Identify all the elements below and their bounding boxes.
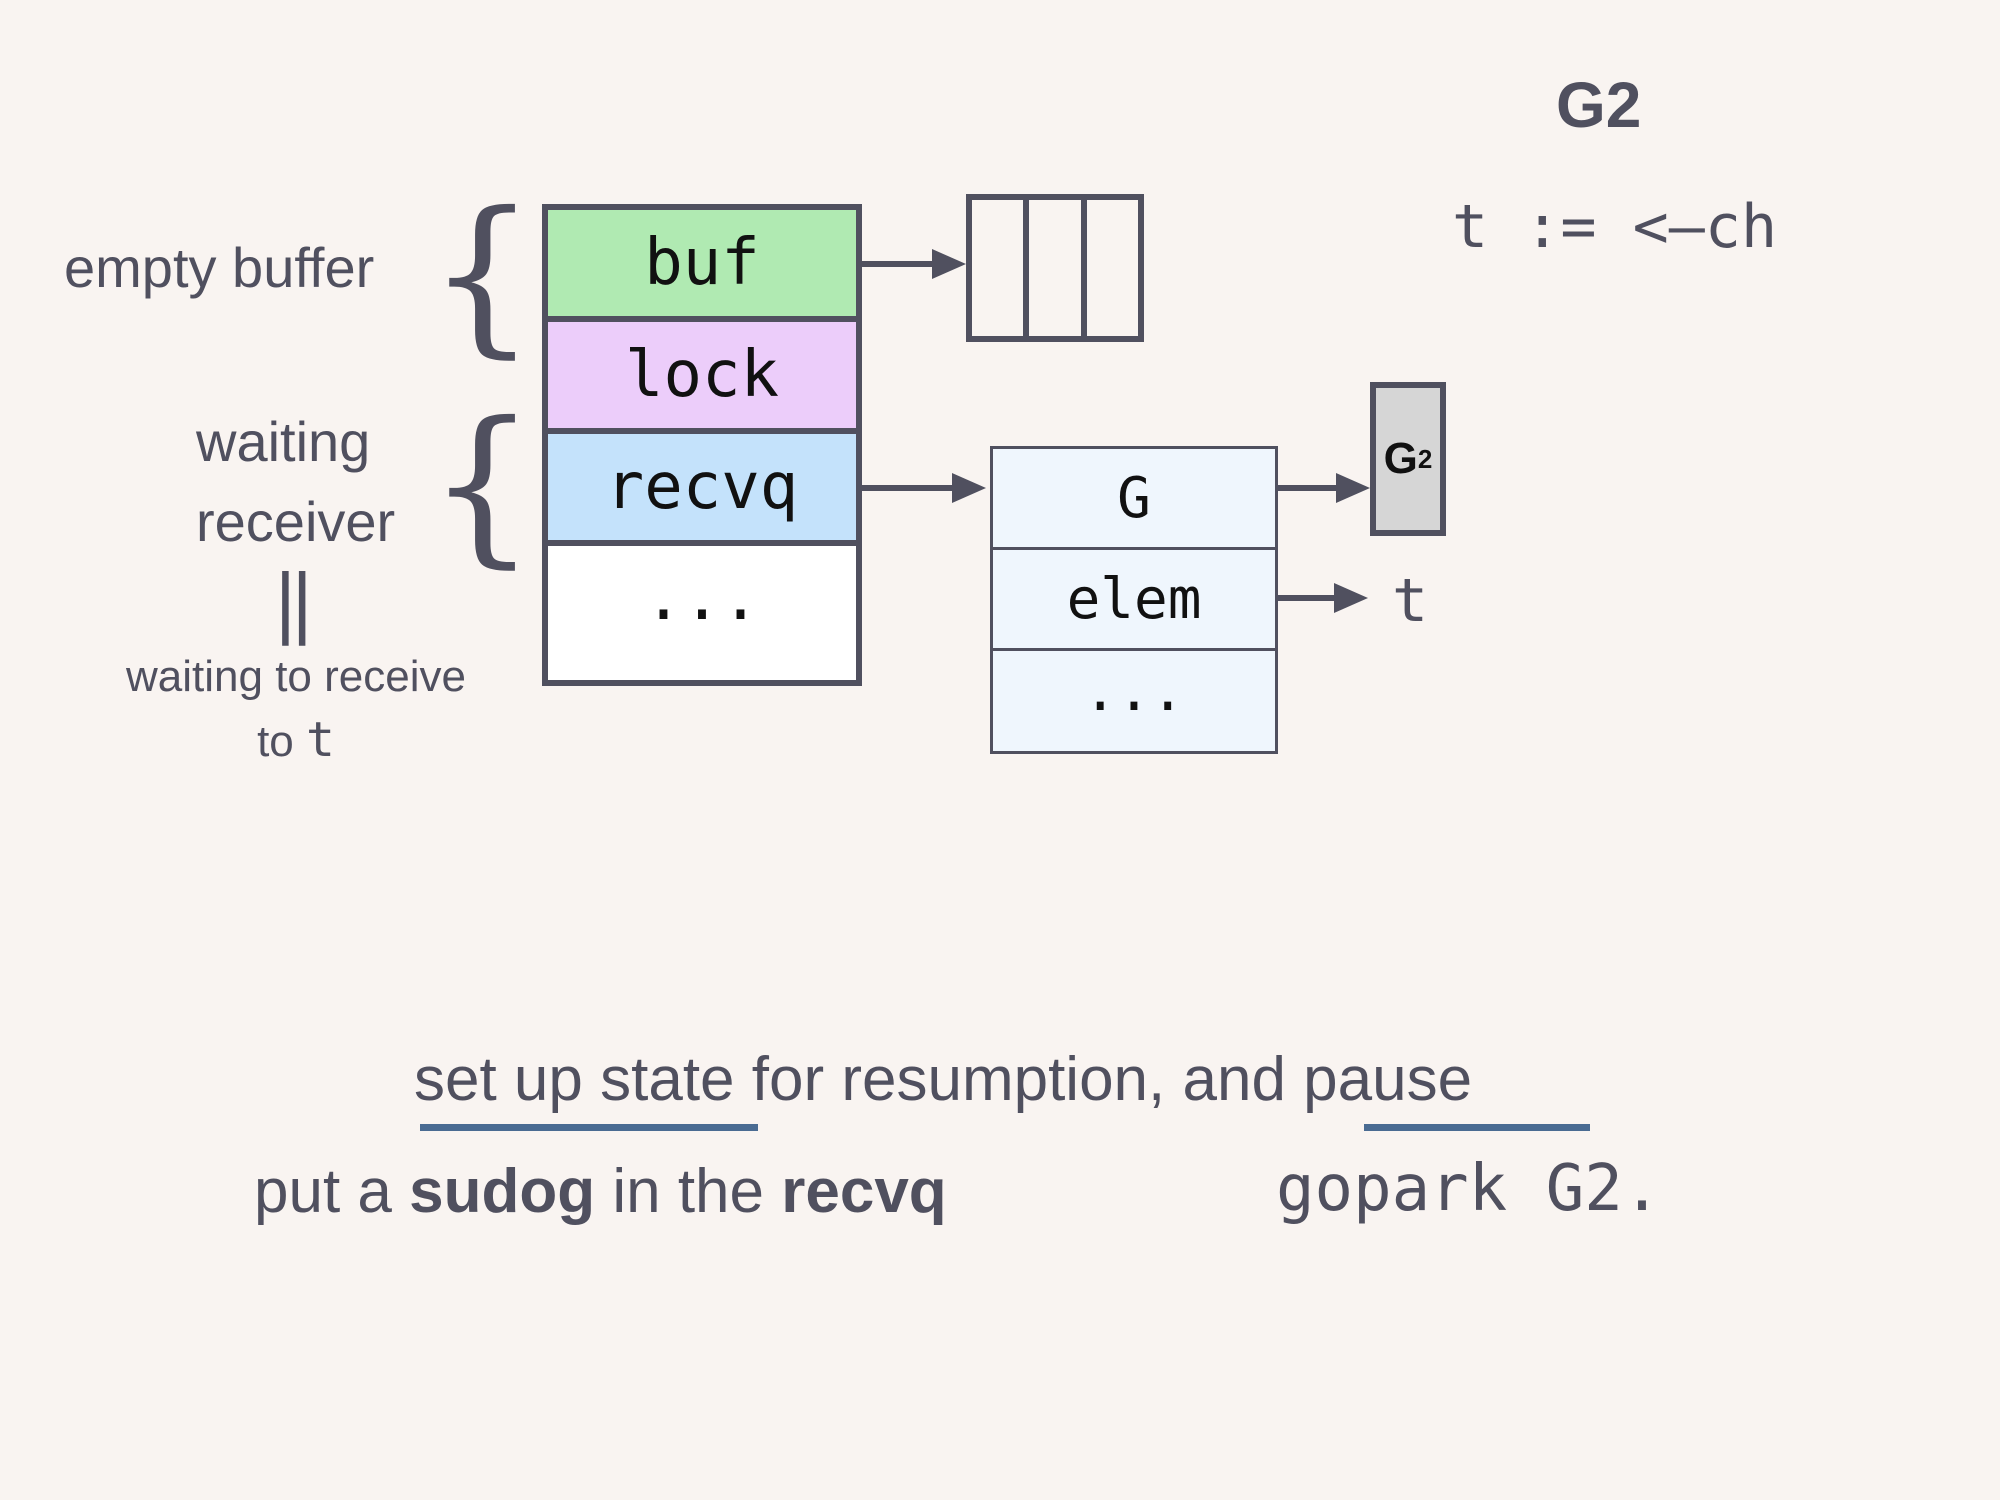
underline-pause [1364, 1124, 1590, 1131]
caption-line: set up state for resumption, and pause [414, 1045, 1473, 1114]
elem-arrow-head [1334, 583, 1368, 613]
buf-field: buf [542, 204, 862, 322]
caption-put-a: put a [254, 1157, 410, 1226]
lock-field: lock [542, 316, 862, 434]
to-word: to [257, 717, 294, 766]
empty-buffer-brace: { [428, 176, 537, 374]
sudog-elem-field: elem [990, 547, 1278, 651]
more-fields: ... [542, 540, 862, 686]
sudog-more-fields: ... [990, 648, 1278, 754]
gopark-code: gopark G2. [1276, 1152, 1662, 1226]
waiting-receiver-brace: { [428, 386, 537, 584]
sudog-g-field: G [990, 446, 1278, 550]
caption-in-the: in the [595, 1157, 782, 1226]
waiting-to-receive-label: waiting to receive [126, 652, 466, 701]
goroutine-title: G2 [1556, 69, 1642, 141]
goroutine-label: G [1383, 434, 1418, 483]
g-arrow-head [1336, 473, 1370, 503]
goroutine-subscript: 2 [1417, 443, 1433, 474]
receiver-label: receiver [196, 490, 396, 553]
waiting-label: waiting [196, 410, 371, 473]
buffer-slots [966, 194, 1144, 342]
caption-recvq: recvq [781, 1157, 947, 1226]
t-variable: t [306, 712, 335, 768]
caption-sudog: sudog [409, 1157, 596, 1226]
empty-buffer-label: empty buffer [64, 236, 375, 299]
sudog-caption: put a sudog in the recvq [254, 1156, 947, 1227]
buf-arrow-head [932, 249, 966, 279]
receive-code: t := <–ch [1452, 192, 1778, 262]
recvq-field: recvq [542, 428, 862, 546]
equivalence-bars: || [275, 557, 313, 646]
buffer-slot [972, 200, 1030, 336]
to-t-label: to t [106, 712, 486, 768]
elem-target-t: t [1392, 566, 1429, 636]
recvq-arrow-head [952, 473, 986, 503]
buffer-slot [1029, 200, 1087, 336]
underline-setup-state [420, 1124, 758, 1131]
